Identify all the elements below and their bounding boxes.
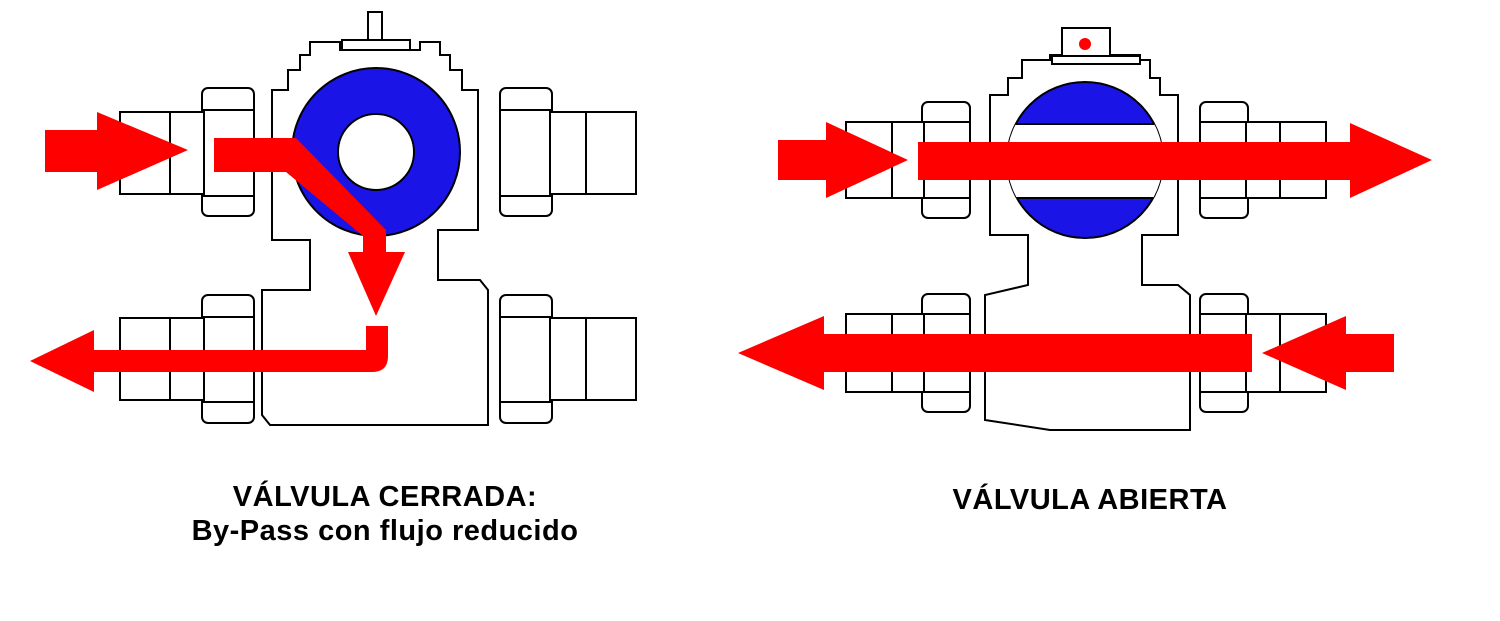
open-valve-caption: VÁLVULA ABIERTA: [952, 484, 1228, 516]
open-valve-return-inlet-arrow: [1262, 316, 1394, 390]
closed-valve-caption-title: VÁLVULA CERRADA:: [232, 481, 538, 513]
open-valve-inlet-arrow: [778, 122, 908, 198]
closed-valve-outlet-arrow: [30, 330, 94, 392]
open-valve-flow: [738, 122, 1432, 390]
open-valve-through-arrow: [918, 123, 1432, 198]
closed-valve-outlet-pipe: [92, 326, 388, 372]
closed-valve-ball-bore: [337, 113, 415, 191]
closed-valve-caption: VÁLVULA CERRADA: By-Pass con flujo reduc…: [140, 480, 630, 548]
closed-valve-nut-bottom-right: [499, 294, 553, 424]
closed-valve-bypass-path: [214, 138, 386, 252]
open-valve-indicator: [1079, 38, 1091, 50]
closed-valve-stem: [367, 11, 383, 43]
closed-valve-caption-subtitle: By-Pass con flujo reducido: [191, 515, 579, 547]
closed-valve-inlet-arrow: [45, 112, 188, 190]
closed-valve-bypass-down-arrow: [348, 252, 405, 316]
open-valve-return-arrow: [738, 316, 1252, 390]
closed-valve-flow: [30, 112, 405, 392]
